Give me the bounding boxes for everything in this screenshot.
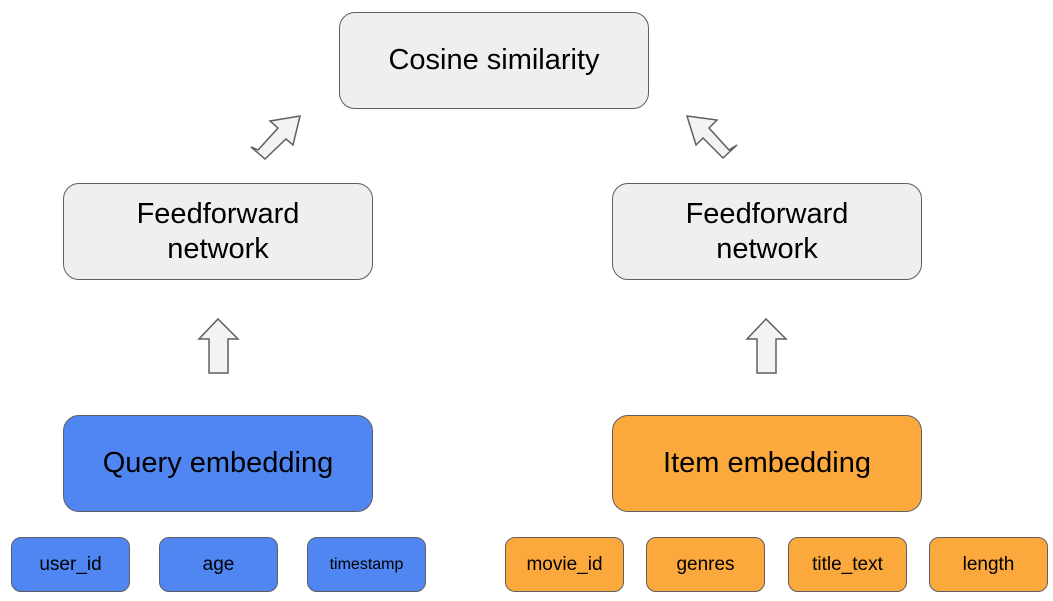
query-embedding-node: Query embedding	[63, 415, 373, 512]
cosine-similarity-label: Cosine similarity	[388, 44, 600, 76]
feature-age: age	[159, 537, 278, 592]
feature-label: length	[962, 553, 1015, 575]
feature-user-id: user_id	[11, 537, 130, 592]
left-feedforward-label: Feedforward network	[136, 197, 300, 265]
query-embedding-label: Query embedding	[102, 447, 334, 479]
left-feedforward-node: Feedforward network	[63, 183, 373, 280]
right-feedforward-node: Feedforward network	[612, 183, 922, 280]
feature-movie-id: movie_id	[505, 537, 624, 592]
up-arrow-icon-right	[745, 317, 788, 374]
up-arrow-icon-left	[197, 317, 240, 374]
feature-label: genres	[676, 553, 735, 575]
item-embedding-node: Item embedding	[612, 415, 922, 512]
feature-length: length	[929, 537, 1048, 592]
feature-label: timestamp	[329, 555, 404, 573]
feature-label: user_id	[39, 553, 102, 575]
feature-label: movie_id	[526, 553, 603, 575]
feature-title-text: title_text	[788, 537, 907, 592]
cosine-similarity-node: Cosine similarity	[339, 12, 649, 109]
right-feedforward-label: Feedforward network	[685, 197, 849, 265]
item-embedding-label: Item embedding	[663, 447, 871, 479]
feature-label: title_text	[812, 553, 883, 575]
diagonal-arrow-icon-left	[250, 115, 301, 161]
feature-genres: genres	[646, 537, 765, 592]
feature-label: age	[202, 553, 235, 575]
diagonal-arrow-icon-right	[685, 115, 738, 160]
feature-timestamp: timestamp	[307, 537, 426, 592]
